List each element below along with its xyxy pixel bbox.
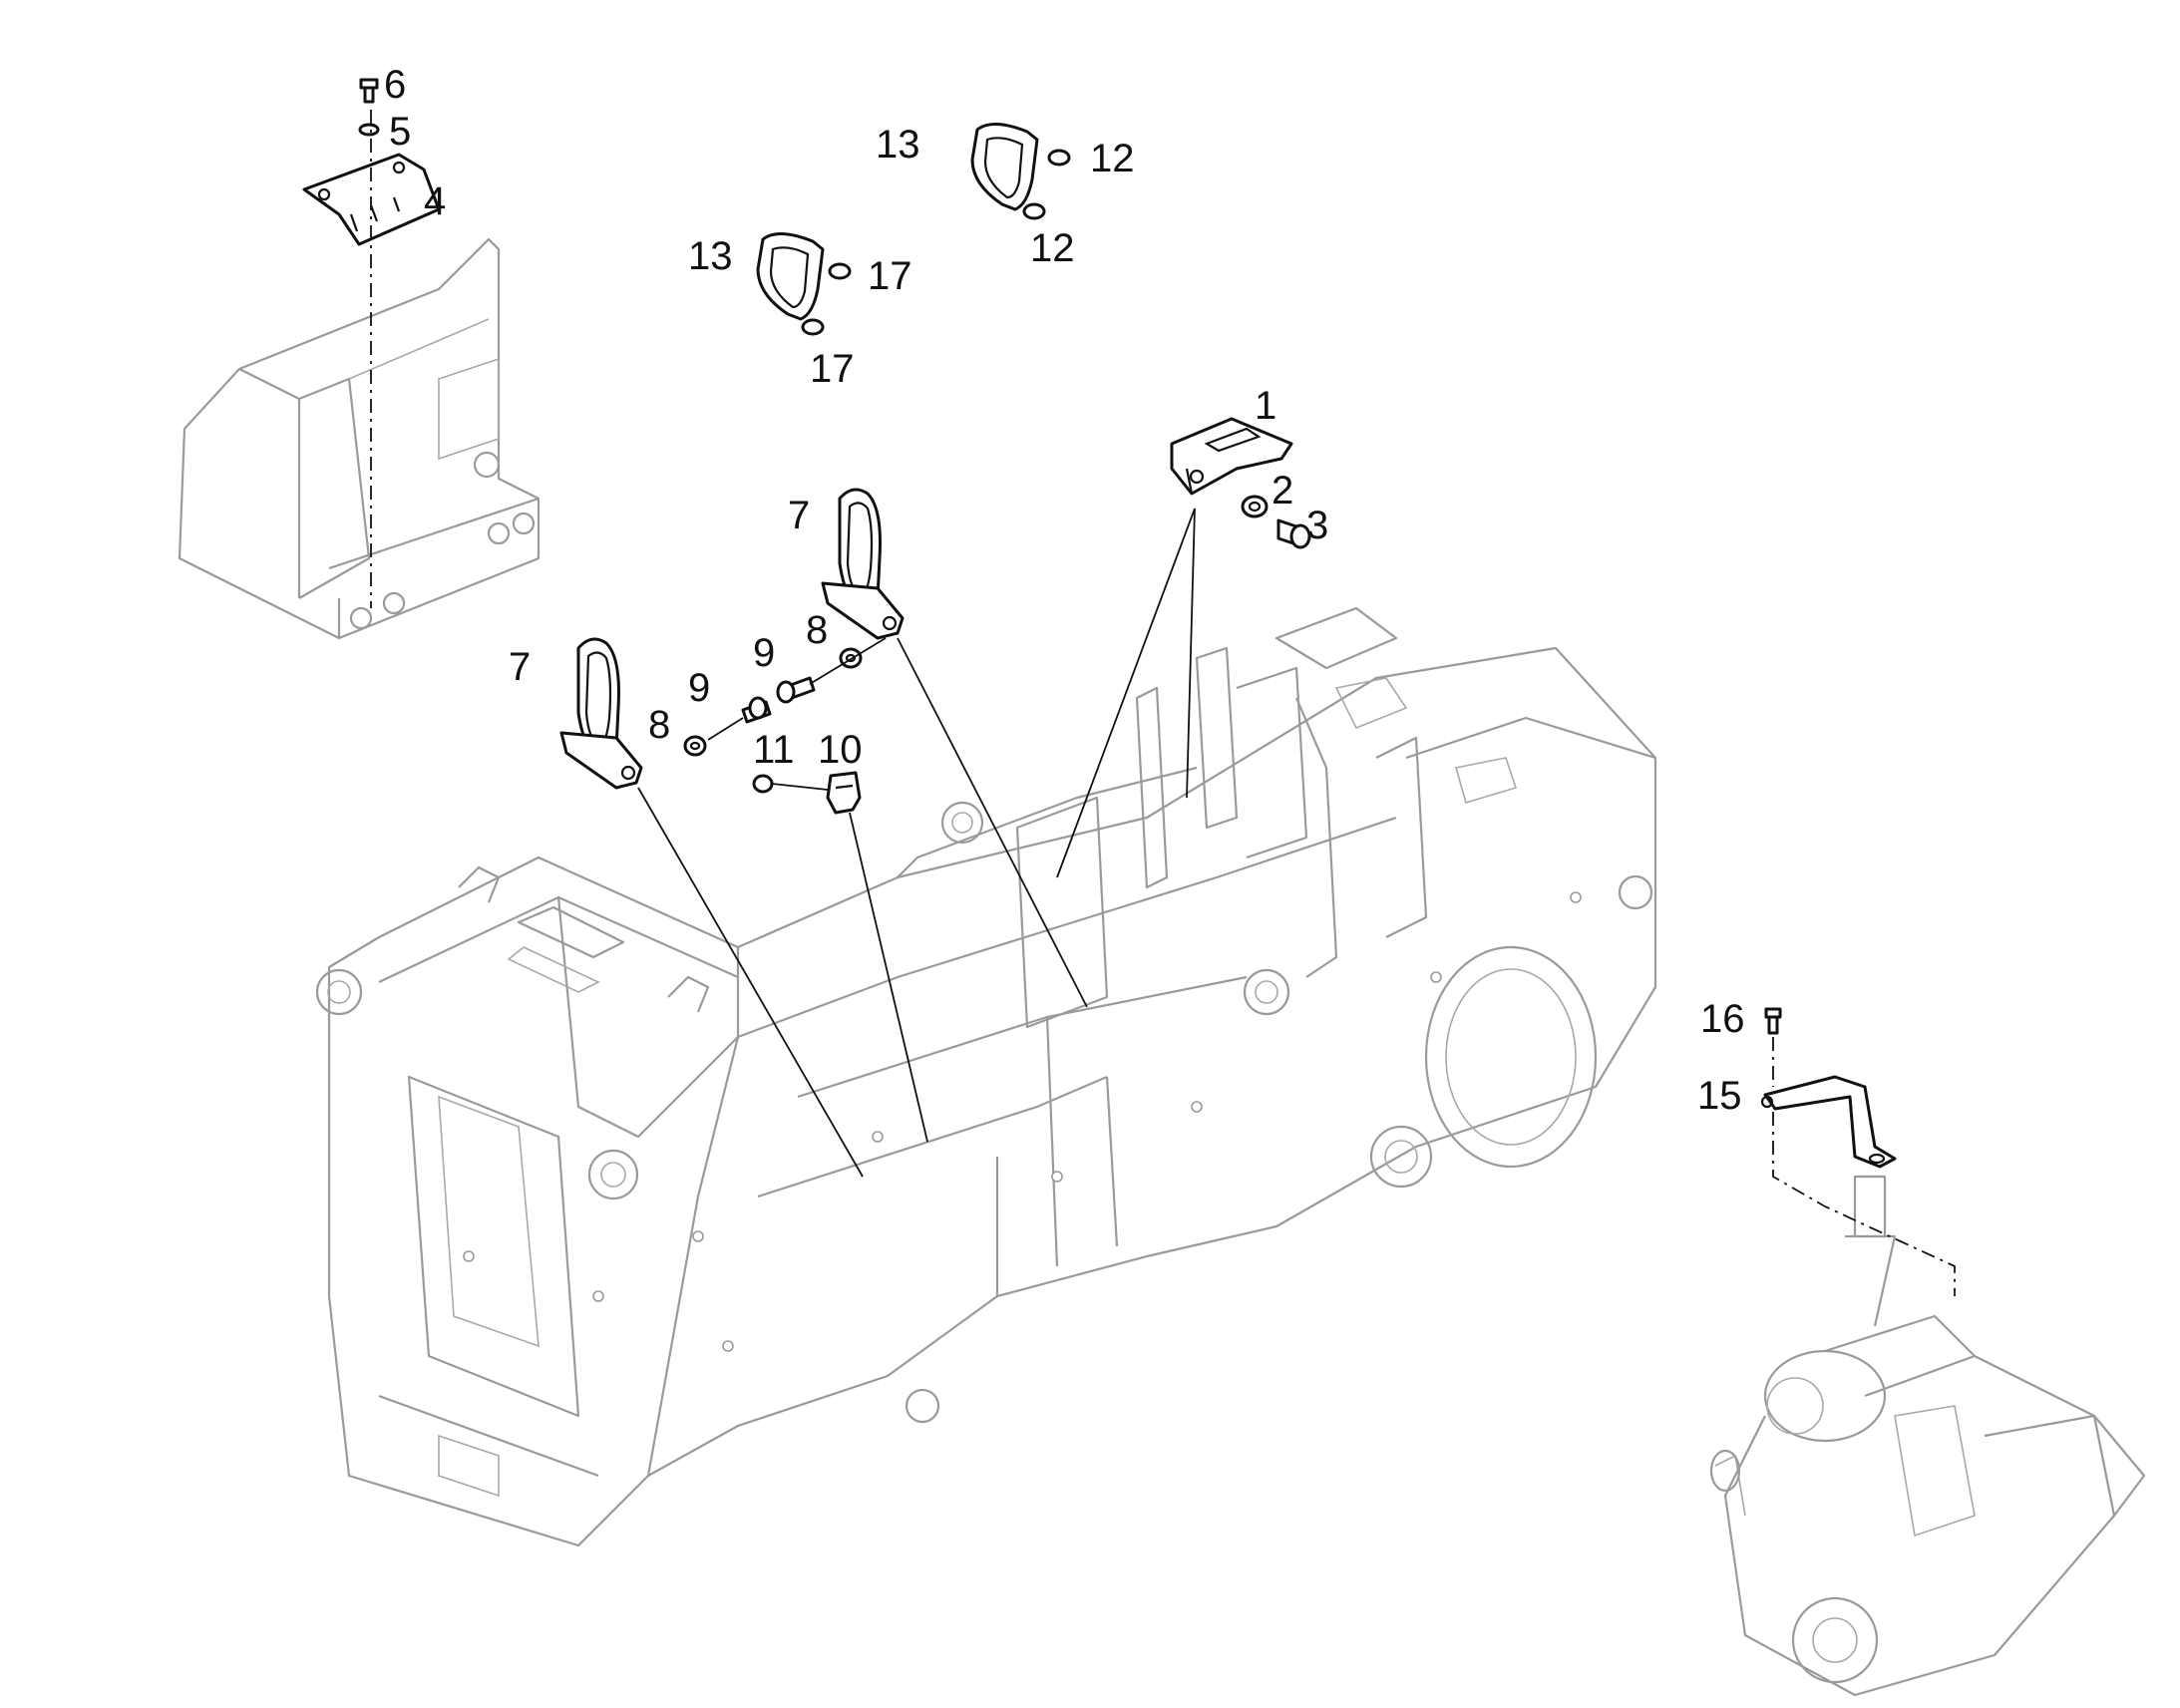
part-9-bolt-right — [776, 676, 816, 704]
callout-6: 6 — [384, 63, 406, 107]
part-16-bolt — [1764, 1007, 1782, 1035]
leader-1-a — [1056, 508, 1196, 878]
callout-13-b: 13 — [688, 234, 733, 278]
leader-8-9-right — [809, 637, 887, 685]
leader-8-9-left — [707, 717, 744, 741]
callout-11: 11 — [753, 728, 795, 772]
part-17-pin-b — [801, 318, 825, 336]
callout-1: 1 — [1255, 384, 1276, 428]
callout-5: 5 — [389, 110, 411, 154]
callout-9-right: 9 — [753, 631, 775, 675]
leader-7-right-frame — [897, 637, 1088, 1008]
housing-subassembly — [178, 237, 541, 640]
part-6-bolt — [359, 78, 379, 104]
callout-7-right: 7 — [788, 494, 810, 537]
callout-7-left: 7 — [509, 645, 531, 689]
leader-1-b — [1186, 508, 1196, 799]
part-1-cover — [1170, 417, 1293, 496]
callout-2: 2 — [1272, 469, 1293, 512]
callout-8-left: 8 — [648, 703, 670, 747]
part-11-screw — [752, 774, 774, 794]
callout-15: 15 — [1697, 1074, 1742, 1118]
callout-12-a: 12 — [1090, 137, 1135, 180]
part-10-clip — [826, 771, 862, 815]
leader-15-engine — [1772, 1037, 1956, 1296]
callout-17-a: 17 — [868, 254, 912, 298]
leader-11-10 — [771, 783, 829, 791]
part-15-bracket — [1760, 1075, 1897, 1169]
callout-13-a: 13 — [876, 123, 920, 167]
part-12-pin-a — [1047, 149, 1071, 167]
callout-17-b: 17 — [810, 347, 855, 391]
part-12-pin-b — [1022, 202, 1046, 220]
leader-10-frame — [849, 812, 928, 1143]
engine-assembly — [1709, 1175, 2146, 1697]
callout-4: 4 — [424, 179, 446, 223]
part-13-handle-upper — [970, 123, 1039, 211]
part-7-loop-right — [821, 488, 905, 640]
callout-labels: 1 2 3 4 5 6 7 7 8 8 9 9 10 11 12 12 13 1… — [384, 63, 1745, 1118]
part-3-bolt — [1276, 518, 1311, 549]
leader-7-left-frame — [637, 787, 864, 1178]
chassis-frame — [315, 606, 1657, 1547]
part-5-washer — [358, 123, 380, 137]
part-2-washer — [1241, 495, 1269, 518]
part-7-loop-left — [559, 637, 643, 790]
part-17-pin-a — [828, 262, 852, 280]
callout-3: 3 — [1306, 504, 1328, 547]
callout-10: 10 — [818, 728, 863, 772]
callout-16: 16 — [1700, 997, 1745, 1041]
part-13-handle-lower — [756, 232, 825, 321]
callout-12-b: 12 — [1030, 226, 1075, 270]
part-9-bolt-left — [741, 696, 772, 724]
part-8-washer-left — [683, 735, 707, 757]
callout-9-left: 9 — [688, 666, 710, 710]
callout-8-right: 8 — [806, 608, 828, 652]
